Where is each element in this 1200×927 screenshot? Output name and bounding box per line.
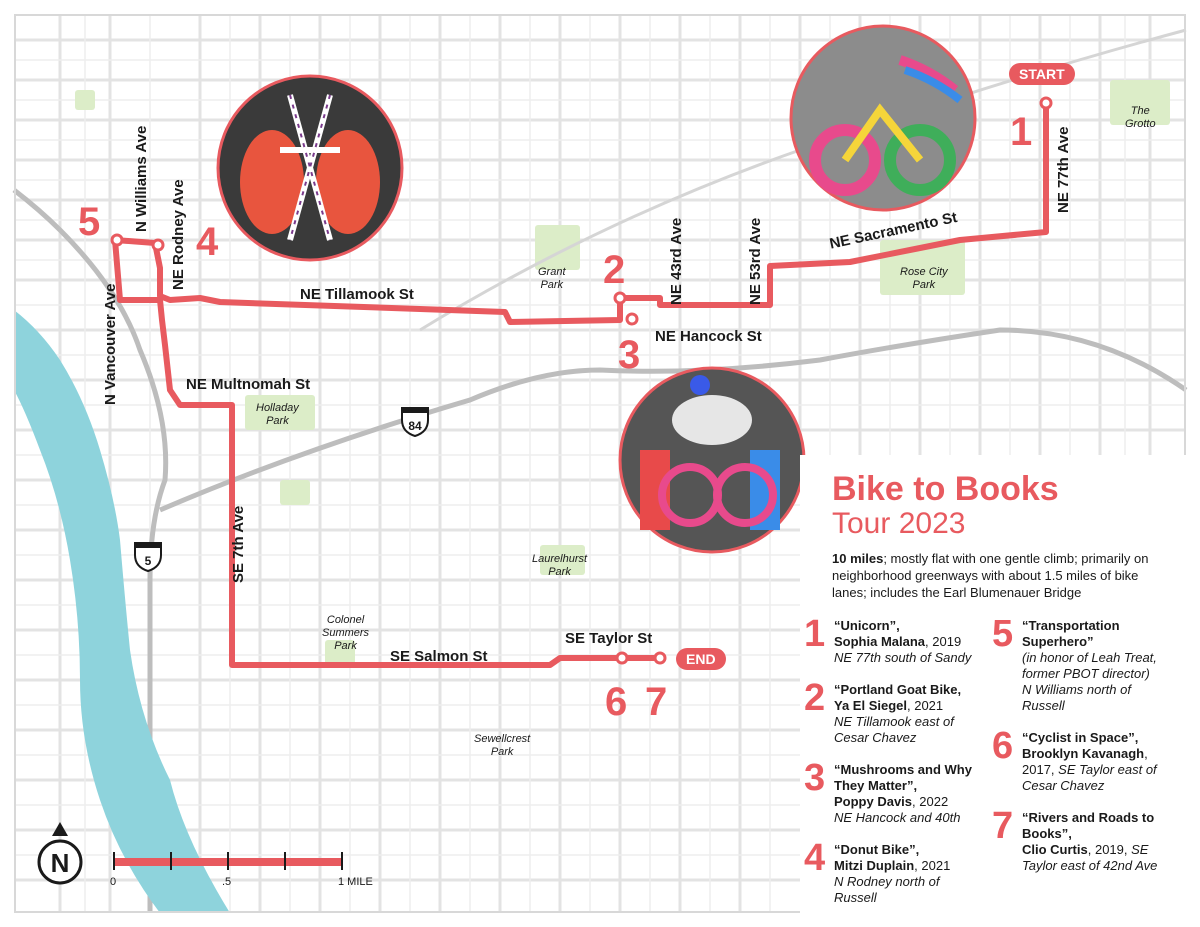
street-label-77th: NE 77th Ave bbox=[1055, 126, 1072, 213]
street-label-williams: N Williams Ave bbox=[133, 125, 150, 232]
stop-number-4: 4 bbox=[196, 220, 219, 264]
i84-label: 84 bbox=[408, 419, 422, 433]
legend-year: , 2019 bbox=[925, 634, 962, 649]
legend-artist: Sophia Malana bbox=[834, 634, 926, 649]
scale-label-1: 1 MILE bbox=[338, 876, 373, 888]
street-label-salmon: SE Salmon St bbox=[390, 648, 488, 665]
legend-title: “Transportation Superhero” bbox=[1022, 618, 1120, 649]
legend-number: 1 bbox=[804, 613, 826, 655]
scale-label-half: .5 bbox=[222, 876, 232, 888]
start-badge: START bbox=[1009, 63, 1075, 85]
street-label-tillamook: NE Tillamook St bbox=[300, 286, 414, 303]
art-photo-mushroom bbox=[618, 366, 806, 554]
stop-number-6: 6 bbox=[605, 680, 628, 724]
tour-description: 10 miles; mostly flat with one gentle cl… bbox=[832, 550, 1172, 601]
legend-title: “Rivers and Roads to Books”, bbox=[1022, 810, 1155, 841]
legend-year: , 2021 bbox=[914, 858, 951, 873]
stop-number-5: 5 bbox=[78, 200, 101, 244]
street-label-hancock: NE Hancock St bbox=[655, 328, 762, 345]
i5-shield: 5 bbox=[134, 542, 162, 573]
end-badge: END bbox=[676, 648, 726, 670]
legend-artist: (in honor of Leah Treat, former PBOT dir… bbox=[1022, 650, 1157, 681]
art-photo-donut bbox=[216, 74, 404, 262]
legend-location: N Williams north of Russell bbox=[1022, 682, 1131, 713]
north-arrow: N bbox=[37, 822, 83, 885]
legend-title: “Unicorn”, bbox=[834, 618, 900, 633]
legend-location: NE 77th south of Sandy bbox=[834, 650, 972, 665]
legend-title: “Donut Bike”, bbox=[834, 842, 920, 857]
scale-label-0: 0 bbox=[110, 876, 117, 888]
legend-location: NE Tillamook east of Cesar Chavez bbox=[834, 714, 954, 745]
legend-number: 6 bbox=[992, 725, 1014, 767]
scale-bar bbox=[113, 852, 343, 870]
legend-artist: Mitzi Duplain bbox=[834, 858, 915, 873]
description-text: ; mostly flat with one gentle climb; pri… bbox=[832, 551, 1149, 600]
stop-number-3: 3 bbox=[618, 333, 641, 377]
legend-location: NE Hancock and 40th bbox=[834, 810, 961, 825]
street-label-7th: SE 7th Ave bbox=[230, 505, 247, 583]
description-distance: 10 miles bbox=[832, 551, 884, 566]
legend-title: “Mushrooms and Why They Matter”, bbox=[834, 762, 972, 793]
legend-location: N Rodney north of Russell bbox=[834, 874, 940, 905]
i5-label: 5 bbox=[145, 554, 152, 568]
stop-number-7: 7 bbox=[645, 680, 668, 724]
legend-artist: Brooklyn Kavanagh bbox=[1022, 746, 1145, 761]
bike-route bbox=[112, 103, 1049, 668]
legend-location: SE Taylor east of 42nd Ave bbox=[1022, 842, 1158, 873]
legend-artist: Clio Curtis bbox=[1022, 842, 1088, 857]
i84-shield: 84 bbox=[401, 407, 429, 438]
minor-streets bbox=[14, 14, 1186, 913]
legend-year: , 2021 bbox=[907, 698, 944, 713]
tour-subtitle: Tour 2023 bbox=[832, 507, 966, 540]
street-label-multnomah: NE Multnomah St bbox=[186, 376, 311, 393]
legend-location: SE Taylor east of Cesar Chavez bbox=[1022, 762, 1157, 793]
stop-markers bbox=[110, 96, 1053, 665]
stop-number-1: 1 bbox=[1010, 110, 1033, 154]
legend-panel bbox=[800, 455, 1186, 913]
legend-year: , 2019, bbox=[1087, 842, 1132, 857]
legend-artist: Ya El Siegel bbox=[834, 698, 907, 713]
legend-year: , 2017, bbox=[1022, 746, 1148, 777]
legend-title: “Portland Goat Bike, bbox=[834, 682, 962, 697]
legend-number: 3 bbox=[804, 757, 826, 799]
legend-number: 4 bbox=[804, 837, 826, 879]
street-label-rodney: NE Rodney Ave bbox=[170, 179, 187, 290]
art-photo-unicorn bbox=[789, 24, 977, 212]
willamette-river bbox=[14, 310, 230, 913]
legend-number: 5 bbox=[992, 613, 1014, 655]
street-label-53rd: NE 53rd Ave bbox=[747, 217, 764, 305]
legend-number: 2 bbox=[804, 677, 826, 719]
street-label-43rd: NE 43rd Ave bbox=[668, 217, 685, 305]
legend-year: , 2022 bbox=[912, 794, 949, 809]
street-label-taylor: SE Taylor St bbox=[565, 630, 653, 647]
stop-number-2: 2 bbox=[603, 248, 626, 292]
north-label: N bbox=[51, 848, 70, 878]
legend-artist: Poppy Davis bbox=[834, 794, 913, 809]
parks bbox=[75, 80, 1170, 665]
legend-title: “Cyclist in Space”, bbox=[1022, 730, 1139, 745]
legend-number: 7 bbox=[992, 805, 1014, 847]
street-label-vancouver: N Vancouver Ave bbox=[102, 283, 119, 405]
tour-title: Bike to Books bbox=[832, 470, 1059, 508]
